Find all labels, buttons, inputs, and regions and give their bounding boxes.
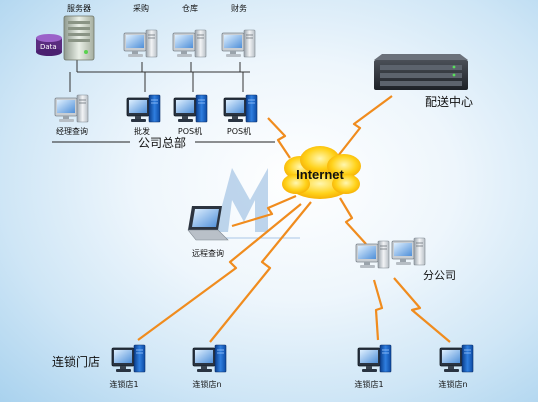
manager-query-label: 经理查询 xyxy=(56,127,88,136)
watermark-logo xyxy=(215,168,268,232)
link-store-n xyxy=(209,201,312,343)
wholesale-pc-icon xyxy=(126,94,161,123)
internet-label: Internet xyxy=(296,167,344,182)
pos1-label: POS机 xyxy=(177,127,203,136)
chain-store-n-label: 连锁店n xyxy=(192,380,222,389)
chain-store-n-pc-icon xyxy=(192,344,227,373)
link-remote xyxy=(231,194,297,228)
wan-links xyxy=(137,95,451,343)
link-distribution xyxy=(337,95,393,157)
server-tower xyxy=(63,15,95,61)
pos2-label: POS机 xyxy=(226,127,252,136)
branch-store-n-label: 连锁店n xyxy=(438,380,468,389)
laptop-icon xyxy=(187,206,229,241)
rack-server-icon xyxy=(374,54,468,90)
purchasing-pc-icon xyxy=(123,29,158,58)
manager-query-pc-icon xyxy=(54,94,89,123)
link-branch xyxy=(339,197,367,245)
data-label: Data xyxy=(40,43,57,51)
branch-store-1-pc-icon xyxy=(357,344,392,373)
chain-store-1-label: 连锁店1 xyxy=(109,380,139,389)
link-branch-store-1 xyxy=(372,279,384,341)
server-label: 服务器 xyxy=(67,4,91,13)
branch-office-label: 分公司 xyxy=(423,269,456,282)
link-hq xyxy=(267,117,291,159)
branch-pc-1-icon xyxy=(355,240,390,269)
hq-caption: 公司总部 xyxy=(137,136,187,150)
link-store-1 xyxy=(137,203,302,341)
branch-store-n-pc-icon xyxy=(439,344,474,373)
branch-pc-2-icon xyxy=(391,237,426,266)
finance-pc-icon xyxy=(221,29,256,58)
pos2-pc-icon xyxy=(223,94,258,123)
remote-query-label: 远程查询 xyxy=(192,249,224,258)
finance-label: 财务 xyxy=(231,4,247,13)
distribution-center-label: 配送中心 xyxy=(425,95,474,109)
warehouse-pc-icon xyxy=(172,29,207,58)
purchasing-label: 采购 xyxy=(133,4,149,13)
link-branch-store-n xyxy=(393,277,451,343)
chain-stores-label: 连锁门店 xyxy=(52,355,101,369)
hq-lan xyxy=(69,60,250,92)
warehouse-label: 仓库 xyxy=(182,4,198,13)
branch-store-1-label: 连锁店1 xyxy=(354,380,384,389)
pos1-pc-icon xyxy=(173,94,208,123)
wholesale-label: 批发 xyxy=(134,127,150,136)
internet-cloud xyxy=(282,146,361,199)
data-cylinder-icon xyxy=(36,34,62,56)
chain-store-1-pc-icon xyxy=(111,344,146,373)
